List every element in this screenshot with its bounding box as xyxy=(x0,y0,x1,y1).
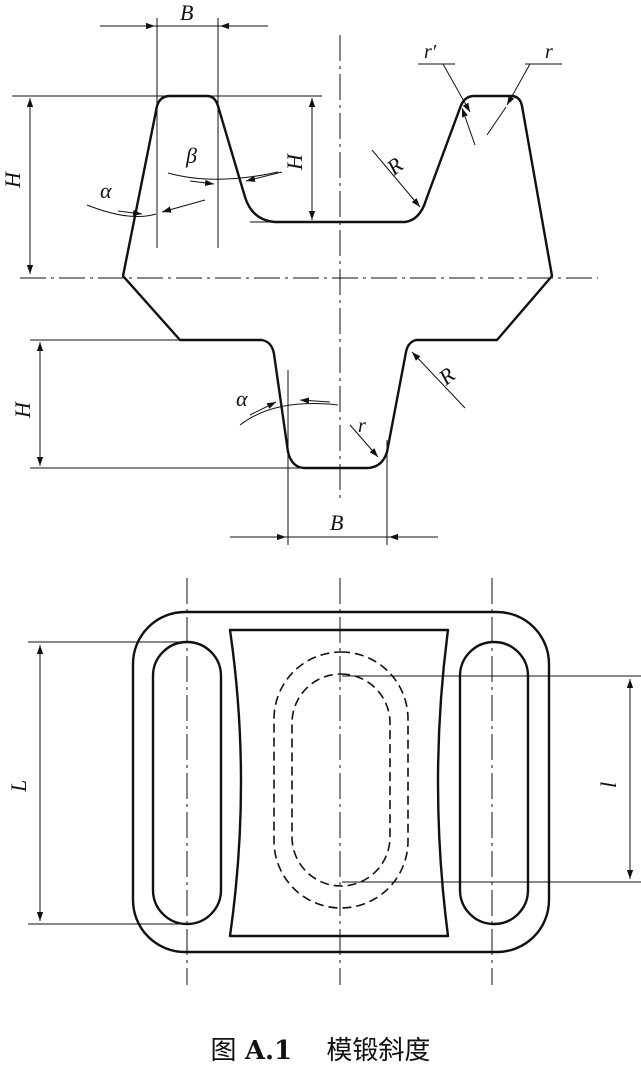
dimension-lines xyxy=(26,22,438,541)
caption-prefix: 图 xyxy=(210,1036,237,1066)
label-B-top: B xyxy=(180,0,193,25)
label-R-lower: R xyxy=(433,362,460,391)
radius-leaders xyxy=(349,63,562,458)
hidden-boss-inner xyxy=(291,673,391,887)
alpha-upper-arc xyxy=(86,204,157,218)
plan-labels: L l xyxy=(6,780,621,793)
plan-dimensions xyxy=(28,641,641,925)
label-alpha-lower: α xyxy=(236,386,248,411)
figure-caption: 图 A.1 模锻斜度 xyxy=(0,1030,641,1067)
label-r-lower: r xyxy=(358,415,366,437)
extension-lines xyxy=(12,18,388,545)
label-r-upper: r xyxy=(545,41,553,63)
section-view xyxy=(12,18,598,545)
label-B-bottom: B xyxy=(330,510,343,535)
R-lower-leader xyxy=(411,351,466,409)
R-upper-leader xyxy=(371,149,421,208)
label-H-inner: H xyxy=(282,153,307,171)
label-r-prime: r′ xyxy=(424,41,437,63)
right-slot xyxy=(458,640,530,926)
label-alpha-upper: α xyxy=(100,178,112,203)
angle-marks xyxy=(86,171,339,426)
caption-title: 模锻斜度 xyxy=(326,1036,431,1066)
r-lower-leader xyxy=(349,424,379,458)
middle-pocket xyxy=(228,628,450,938)
label-H-left: H xyxy=(0,171,25,189)
label-H-lower: H xyxy=(10,401,35,419)
hidden-boss-outer xyxy=(273,651,409,909)
alpha-lower-arc xyxy=(239,403,339,426)
caption-number: A.1 xyxy=(244,1036,293,1066)
plan-view xyxy=(28,578,641,985)
outer-outline xyxy=(131,610,551,954)
section-labels: B H H H α β R r′ r R α r B xyxy=(0,0,553,535)
label-l: l xyxy=(596,782,621,788)
label-beta: β xyxy=(185,143,197,168)
beta-arc xyxy=(167,171,279,180)
label-L: L xyxy=(6,780,31,793)
technical-drawing: B H H H α β R r′ r R α r B xyxy=(0,0,641,985)
